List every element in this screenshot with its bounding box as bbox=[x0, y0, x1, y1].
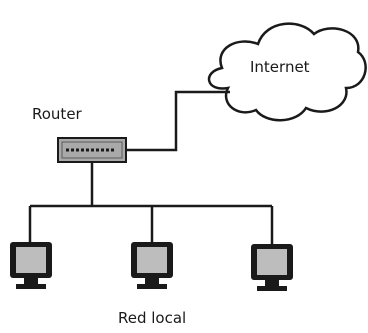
network-label: Red local bbox=[118, 309, 187, 327]
internet-label: Internet bbox=[250, 58, 310, 76]
router-icon bbox=[57, 137, 127, 163]
computer-icon bbox=[131, 242, 173, 289]
internet-cloud bbox=[208, 22, 367, 122]
router-internet-link bbox=[126, 90, 230, 152]
computer-icon bbox=[10, 242, 52, 289]
computer-icon bbox=[251, 244, 293, 291]
router-label: Router bbox=[32, 105, 82, 123]
